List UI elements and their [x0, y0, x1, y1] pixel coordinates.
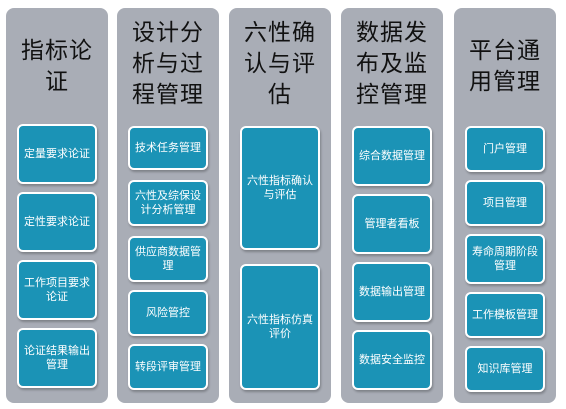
module-label: 工作项目要求论证: [24, 276, 90, 303]
module-box[interactable]: 综合数据管理: [352, 126, 432, 186]
module-label: 门户管理: [483, 142, 527, 155]
column-design-analysis-process: 设计分 析与过 程管理 技术任务管理 六性及综保设计分析管理 供应商数据管理 风…: [117, 8, 219, 403]
module-box[interactable]: 定性要求论证: [17, 192, 97, 252]
module-box[interactable]: 六性指标确认与评估: [240, 126, 320, 250]
column-platform-general-management: 平台通 用管理 门户管理 项目管理 寿命周期阶段管理 工作模板管理 知识库管理: [454, 8, 556, 403]
module-label: 项目管理: [483, 196, 527, 209]
module-box[interactable]: 工作项目要求论证: [17, 260, 97, 320]
column-data-release-monitoring: 数据发 布及监 控管理 综合数据管理 管理者看板 数据输出管理 数据安全监控: [341, 8, 443, 403]
module-box[interactable]: 寿命周期阶段管理: [465, 234, 545, 284]
module-box[interactable]: 论证结果输出管理: [17, 328, 97, 388]
module-label: 六性指标确认与评估: [247, 174, 313, 201]
column-title: 指标论 证: [21, 38, 93, 95]
module-label: 管理者看板: [364, 217, 420, 230]
module-label: 定量要求论证: [24, 147, 90, 160]
module-box[interactable]: 门户管理: [465, 126, 545, 172]
module-label: 数据安全监控: [359, 353, 425, 366]
module-box[interactable]: 转段评审管理: [128, 344, 208, 390]
module-label: 定性要求论证: [24, 215, 90, 228]
module-box[interactable]: 六性指标仿真评价: [240, 264, 320, 390]
module-label: 转段评审管理: [135, 360, 201, 373]
module-label: 综合数据管理: [359, 149, 425, 162]
module-box[interactable]: 项目管理: [465, 180, 545, 226]
module-label: 六性及综保设计分析管理: [135, 189, 201, 216]
module-label: 供应商数据管理: [135, 245, 201, 272]
module-label: 工作模板管理: [472, 308, 538, 321]
module-box[interactable]: 六性及综保设计分析管理: [128, 180, 208, 226]
column-title: 平台通 用管理: [469, 38, 541, 95]
module-box[interactable]: 供应商数据管理: [128, 236, 208, 282]
module-box[interactable]: 技术任务管理: [128, 126, 208, 170]
module-label: 六性指标仿真评价: [247, 313, 313, 340]
module-box[interactable]: 工作模板管理: [465, 292, 545, 338]
column-title: 数据发 布及监 控管理: [356, 20, 428, 108]
module-box[interactable]: 知识库管理: [465, 346, 545, 392]
module-box[interactable]: 定量要求论证: [17, 124, 97, 184]
module-box[interactable]: 数据安全监控: [352, 330, 432, 390]
module-label: 风险管控: [146, 306, 190, 319]
module-label: 寿命周期阶段管理: [472, 245, 538, 272]
column-six-properties-confirmation: 六性确 认与评 估 六性指标确认与评估 六性指标仿真评价: [229, 8, 331, 403]
module-label: 知识库管理: [477, 362, 533, 375]
module-label: 技术任务管理: [135, 141, 201, 154]
module-box[interactable]: 风险管控: [128, 290, 208, 336]
column-indicator-demonstration: 指标论 证 定量要求论证 定性要求论证 工作项目要求论证 论证结果输出管理: [6, 8, 108, 403]
module-label: 论证结果输出管理: [24, 344, 90, 371]
column-title: 设计分 析与过 程管理: [132, 20, 204, 108]
module-box[interactable]: 数据输出管理: [352, 262, 432, 322]
module-box[interactable]: 管理者看板: [352, 194, 432, 254]
column-title: 六性确 认与评 估: [244, 20, 316, 108]
module-label: 数据输出管理: [359, 285, 425, 298]
